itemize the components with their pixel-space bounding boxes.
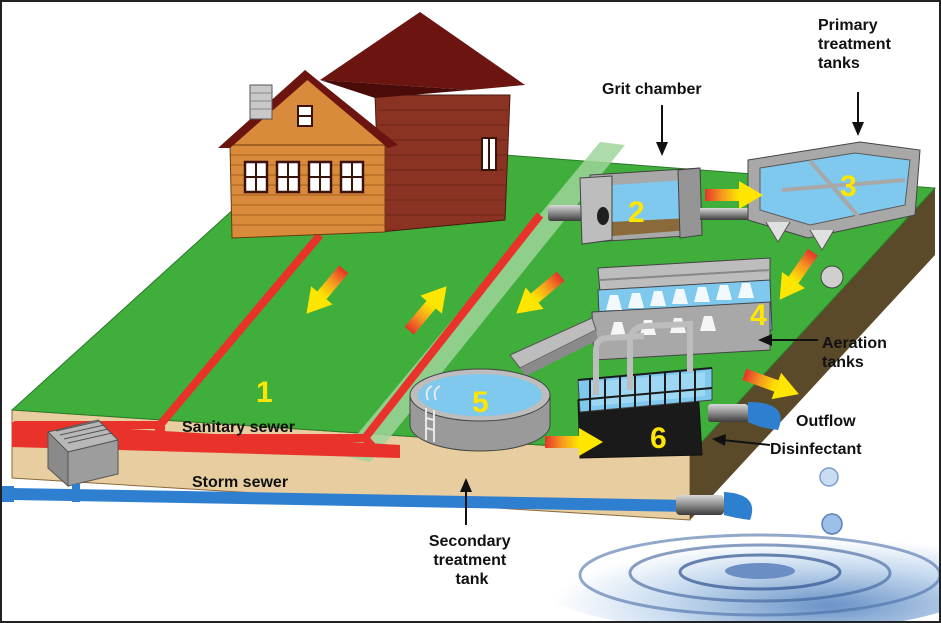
pointer-arrows xyxy=(460,92,864,525)
label-grit-chamber: Grit chamber xyxy=(602,81,702,98)
step-number-3: 3 xyxy=(840,170,857,203)
flow-arrow xyxy=(742,368,799,400)
flow-arrow xyxy=(306,265,349,314)
flow-arrow xyxy=(779,248,818,300)
step-number-6: 6 xyxy=(650,422,667,455)
storm-outfall-pipe xyxy=(676,492,753,520)
primary-treatment-tanks xyxy=(747,141,921,251)
channel-to-secondary xyxy=(509,317,598,376)
storm-sewer-pipe xyxy=(0,486,690,512)
step-number-4: 4 xyxy=(750,299,767,332)
flow-arrow xyxy=(545,428,603,456)
label-disinfectant: Disinfectant xyxy=(770,441,862,458)
label-storm-sewer: Storm sewer xyxy=(192,474,288,491)
label-primary-treatment-tanks: Primary treatment tanks xyxy=(818,17,895,72)
flow-arrow xyxy=(516,271,565,314)
flow-arrow xyxy=(404,286,447,335)
label-sanitary-sewer: Sanitary sewer xyxy=(182,419,295,436)
grit-chamber xyxy=(579,167,752,245)
inflow-pipe xyxy=(548,205,588,221)
aeration-tanks xyxy=(591,257,773,361)
step-number-2: 2 xyxy=(628,196,645,229)
label-aeration-tanks: Aeration tanks xyxy=(822,335,891,371)
utility-box xyxy=(47,419,119,502)
flow-arrows xyxy=(306,181,818,456)
step-number-5: 5 xyxy=(472,386,489,419)
label-secondary-treatment-tank: Secondary treatment tank xyxy=(429,533,515,588)
water-droplet xyxy=(819,467,839,487)
house xyxy=(218,12,525,239)
chemical-sphere xyxy=(820,265,844,289)
step-number-1: 1 xyxy=(256,376,273,409)
label-outflow: Outflow xyxy=(796,413,856,430)
secondary-treatment-tank xyxy=(409,368,551,452)
flow-arrow xyxy=(705,181,763,209)
disinfection-tank xyxy=(577,320,781,459)
water-droplet xyxy=(821,513,843,535)
